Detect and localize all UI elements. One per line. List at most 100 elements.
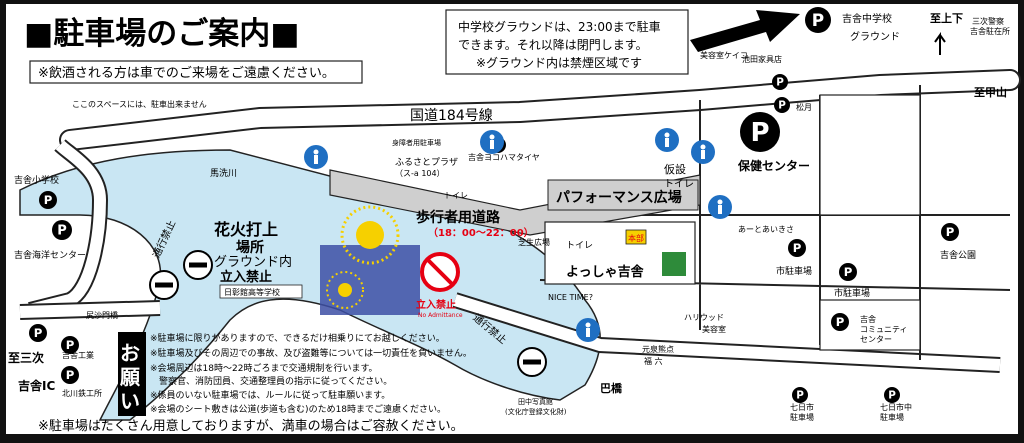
fireworks-label-1: 花火打上 [214,220,278,239]
no-admit-label-en: No Admittance [418,312,463,319]
aato-label: あーとあいきさ [738,225,794,234]
rule-2: ※駐車場及びその周辺での事故、及び盗難等については一切責任を負いません。 [150,347,472,359]
community-label-1: 吉舎 [860,315,876,324]
no-entry-signs [149,250,547,377]
svg-text:P: P [796,390,804,402]
city-parking-label-2: 市駐車場 [834,287,870,299]
to-kamige-label: 至上下 [930,11,963,25]
map-title: ■駐車場のご案内■ [24,16,300,52]
svg-text:P: P [34,326,43,340]
yossha-flag-icon [662,252,686,276]
pedestrian-sign-icon [691,140,715,164]
svg-text:P: P [57,224,67,239]
police-label-2: 吉舎駐在所 [970,26,1010,36]
parking-icon: P [788,239,806,257]
no-entry-road-sign-icon [517,347,547,377]
fukuroku-label: 福 六 [644,356,663,366]
masaya-label: 吉舎ヨコハマタイヤ [468,153,540,162]
school-h-label: 日彰館高等学校 [224,287,280,297]
drinking-notice: ※飲酒される方は車でのご来場をご遠慮ください。 [38,65,335,81]
rule-4: 警察官、消防団員、交通整理員の指示に従ってください。 [150,375,392,387]
motoki-label: 元泉熊点 [642,344,674,354]
lawn-label: 芝生広場 [518,237,550,247]
performance-area-box [547,179,699,211]
ground-notice-line2: できます。それ以降は閉門します。 [458,38,648,52]
no-admit-label-jp: 立入禁止 [416,298,456,311]
police-label-1: 三次警察 [972,16,1004,26]
parking-icon: P [884,387,900,403]
rules-title-3: い [120,389,140,413]
pedestrian-sign-icon [576,318,600,342]
fireworks-illustration [320,205,420,315]
salon-label: 美容室 [702,324,726,334]
matsutsuki-label: 松月 [796,102,812,112]
route-184-road [61,71,1019,149]
svg-text:P: P [844,265,853,279]
space-note: ここのスペースには、駐車出来ません [72,99,207,109]
fireworks-label-3: グラウンド内 [214,254,292,270]
community-label-2: コミュニティ [860,325,908,334]
parking-icon: P [772,74,788,90]
no-entry-road-sign-icon [183,250,213,280]
parking-icon: P [941,223,959,241]
school-h-box [219,284,303,299]
health-center-block [819,94,921,216]
pedestrian-sign-icon [480,130,504,154]
svg-text:P: P [750,118,769,148]
pedestrian-sign-icon [708,195,732,219]
toilet-label-2: トイレ [566,241,593,251]
rules-title-1: お [120,341,140,365]
pedestrian-sign-icon [655,128,679,152]
up-arrow-icon [934,31,946,55]
biyoshitsu-label: 美容室ケイコ [700,50,748,60]
tanaka-label-1: 田中写真館 [518,397,553,406]
town-streets [539,85,1011,360]
parking-icon: P [831,313,849,331]
tomoe-bridge-label: 巴橋 [600,381,623,395]
nanoka-label-1: 七日市 [790,402,814,412]
parking-icon: P [52,220,72,240]
furusato-label-1: ふるさとプラザ [395,157,458,168]
kitagawa-label: 北川鉄工所 [62,388,102,398]
nanoka-label-2: 駐車場 [790,412,814,422]
hq-label: 本部 [628,233,644,243]
hq-badge [625,229,647,245]
tanaka-label-2: (文化庁登録文化財) [505,407,567,416]
walkway-time: （18：00～22：00） [428,226,534,239]
parking-icon: P [839,263,857,281]
fireworks-label-2: 場所 [236,239,264,256]
ikeda-label: 池田家具店 [742,54,782,64]
parking-icon: P [61,366,79,384]
parking-markers: PPPPPPPPPPPPPPPP [29,7,959,403]
community-label-3: センター [860,335,892,344]
svg-text:P: P [946,225,955,239]
svg-text:P: P [812,10,824,30]
rules-title-box [118,332,146,416]
fireworks-label-4: 立入禁止 [220,269,272,285]
svg-text:P: P [66,338,75,352]
south-road [453,294,1001,371]
notice-box [29,60,363,84]
rule-3: ※会場周辺は18時～22時ごろまで交通規制を行います。 [150,362,378,374]
rule-6: ※会場のシート敷きは公道(歩道も含む)のため18時までご遠慮ください。 [150,403,446,415]
hollywood-label: ハリウッド [684,313,724,322]
svg-text:P: P [778,100,786,112]
yossha-label: よっしゃ吉舎 [566,264,645,280]
ground-notice-line3: ※グラウンド内は禁煙区域です [476,56,642,70]
to-koushin-label: 至甲山 [974,85,1007,99]
elementary-label: 吉舎小学校 [14,174,59,186]
river-label: 馬洗川 [210,167,237,179]
health-center-label: 保健センター [737,158,810,173]
performance-label: パフォーマンス広場 [556,189,682,206]
pedestrian-walkway [329,169,701,236]
title-bg [20,12,350,52]
bridge-road [19,302,161,318]
west-road [28,140,107,316]
rules-title-2: 願 [120,365,141,389]
parking-icon: P [39,191,57,209]
kaihan-label: 吉舎海洋センター [14,249,86,261]
footer-note: ※駐車場はたくさん用意しておりますが、満車の場合はご容赦ください。 [38,418,464,434]
parking-icon: P [29,324,47,342]
kanuma-label: 尻沙門橋 [86,310,118,320]
